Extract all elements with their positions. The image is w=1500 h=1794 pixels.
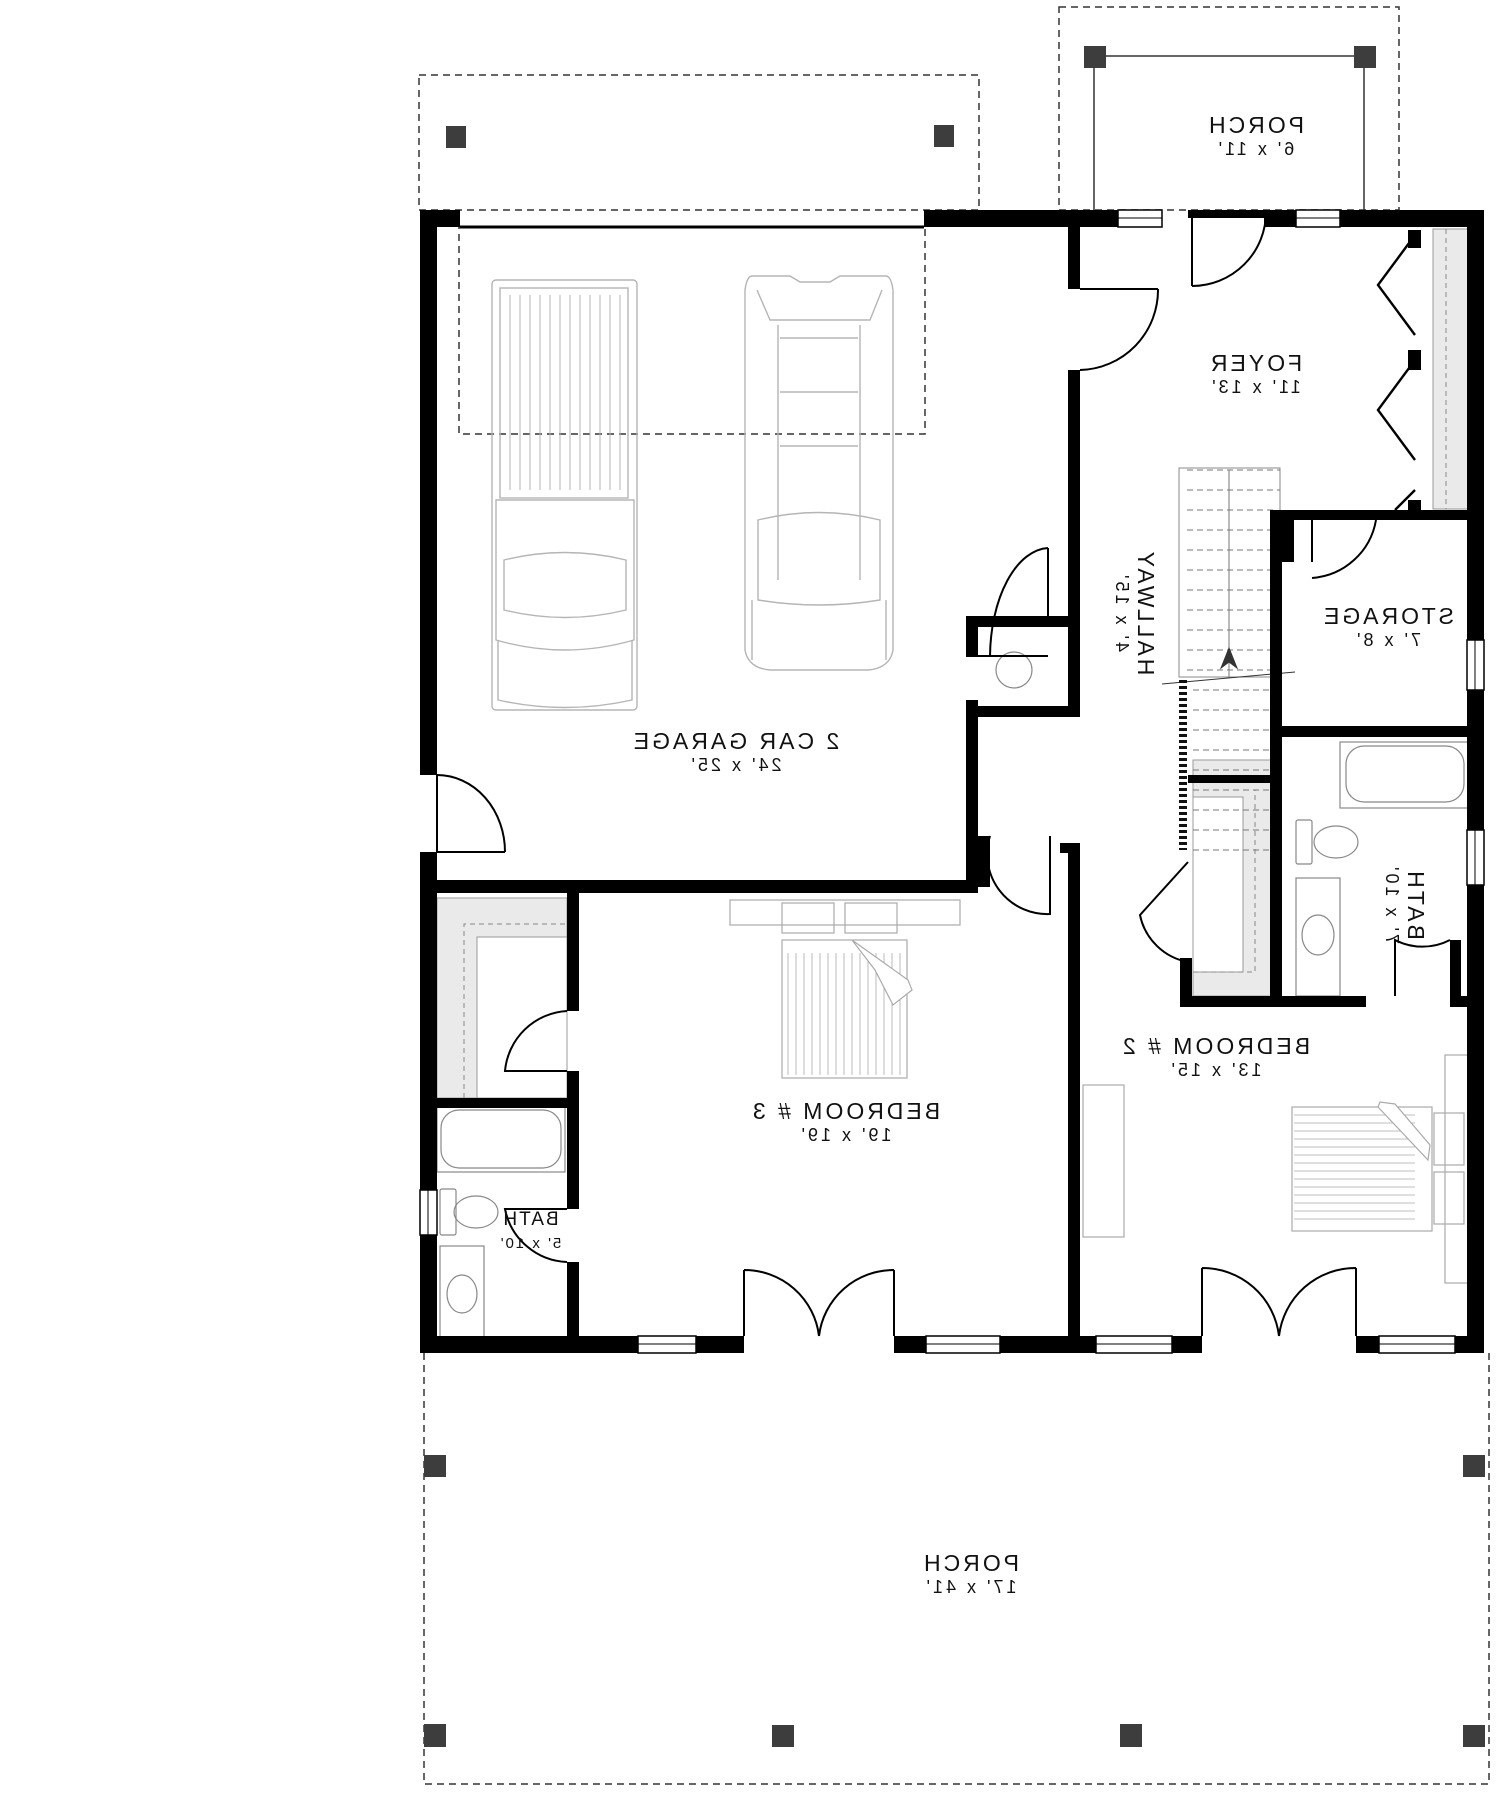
room-dims: 7' x 10' bbox=[1382, 864, 1402, 944]
foyer-closet bbox=[1432, 228, 1470, 510]
room-name: BEDROOM # 3 bbox=[749, 1098, 941, 1124]
room-label-hallway: HALLWAY 4' x 15' bbox=[1111, 522, 1159, 702]
stair-arrow-icon bbox=[1219, 646, 1239, 670]
room-label-bath-right: BATH 7' x 10' bbox=[1381, 844, 1429, 964]
room-label-porch-top: PORCH 6' x 11' bbox=[1180, 112, 1330, 160]
fixtures bbox=[436, 651, 1469, 1339]
bedroom3-bed-icon bbox=[729, 899, 961, 1079]
room-name: PORCH bbox=[1205, 112, 1305, 138]
bathtub-icon bbox=[436, 1105, 566, 1173]
column-icon bbox=[1354, 46, 1376, 68]
porch-outlines bbox=[418, 6, 1490, 1785]
garage-side-door-icon[interactable] bbox=[436, 774, 506, 853]
double-door-icon[interactable] bbox=[1201, 1266, 1357, 1337]
garage-foyer-door-icon[interactable] bbox=[1079, 288, 1160, 371]
storage-door-icon[interactable] bbox=[1311, 510, 1377, 579]
front-door-icon[interactable] bbox=[1191, 211, 1267, 287]
porch-top-left-outline bbox=[418, 74, 980, 211]
bathtub-icon bbox=[1339, 741, 1469, 809]
stair-landing-wall bbox=[1188, 775, 1276, 783]
room-label-bedroom-3: BEDROOM # 3 19' x 19' bbox=[720, 1098, 970, 1146]
toilet-tank-icon bbox=[439, 1188, 457, 1236]
walls bbox=[420, 210, 1484, 1353]
utility-sink-icon bbox=[995, 651, 1033, 689]
room-dims: 6' x 11' bbox=[1215, 139, 1295, 159]
bath-door-icon[interactable] bbox=[1394, 938, 1451, 996]
room-label-porch-bottom: PORCH 17' x 41' bbox=[880, 1550, 1060, 1598]
room-dims: 7' x 8' bbox=[1354, 630, 1421, 650]
column-icon bbox=[772, 1725, 794, 1747]
room-name: PORCH bbox=[920, 1550, 1020, 1576]
bifold-door-icon[interactable] bbox=[1376, 234, 1416, 511]
room-name: HALLWAY bbox=[1133, 548, 1159, 676]
porch-bottom-outline bbox=[423, 1353, 1490, 1785]
room-name: STORAGE bbox=[1320, 603, 1455, 629]
room-dims: 17' x 41' bbox=[923, 1577, 1017, 1597]
room-label-foyer: FOYER 11' x 13' bbox=[1180, 350, 1330, 398]
columns bbox=[424, 46, 1485, 1747]
pickup-truck-icon bbox=[491, 279, 638, 711]
room-label-bedroom-2: BEDROOM # 2 13' x 15' bbox=[1090, 1033, 1340, 1081]
room-label-garage: 2 CAR GARAGE 24' x 25' bbox=[600, 728, 870, 776]
bath-door-icon[interactable] bbox=[503, 1208, 568, 1263]
closet-rods bbox=[463, 229, 1447, 1098]
double-door-icon[interactable] bbox=[743, 1268, 895, 1337]
toilet-bowl-icon bbox=[1313, 825, 1359, 859]
doors[interactable] bbox=[436, 211, 1451, 1337]
suv-car-icon bbox=[744, 275, 894, 671]
room-dims: 5' x 10' bbox=[498, 1235, 562, 1252]
closet-door-icon[interactable] bbox=[503, 1010, 568, 1072]
column-icon bbox=[1120, 1724, 1142, 1747]
bedroom2-bed-icon bbox=[1082, 1054, 1471, 1284]
room-name: 2 CAR GARAGE bbox=[630, 728, 840, 754]
column-icon bbox=[1463, 1455, 1485, 1477]
room-name: BATH bbox=[1403, 868, 1429, 940]
column-icon bbox=[424, 1724, 446, 1747]
room-dims: 11' x 13' bbox=[1209, 377, 1301, 397]
utility-door-icon[interactable] bbox=[966, 547, 1049, 657]
toilet-bowl-icon bbox=[453, 1195, 499, 1229]
toilet-tank-icon bbox=[1295, 819, 1313, 865]
bifold-hinges bbox=[1408, 230, 1421, 510]
column-icon bbox=[934, 125, 954, 147]
column-icon bbox=[1084, 46, 1106, 68]
column-icon bbox=[424, 1455, 446, 1477]
dresser-icon bbox=[1082, 1084, 1125, 1238]
room-label-bath-left: BATH 5' x 10' bbox=[490, 1207, 570, 1255]
porch-top-right-rail bbox=[1093, 55, 1365, 210]
sink-icon bbox=[1301, 914, 1335, 956]
garage-door-swing-outline bbox=[458, 226, 926, 435]
room-label-storage: STORAGE 7' x 8' bbox=[1300, 603, 1475, 651]
column-icon bbox=[446, 126, 466, 148]
room-name: BATH bbox=[501, 1209, 559, 1230]
closet-door-icon[interactable] bbox=[1138, 861, 1189, 963]
stairs bbox=[1161, 467, 1296, 851]
sink-icon bbox=[446, 1274, 478, 1314]
room-dims: 13' x 15' bbox=[1168, 1060, 1262, 1080]
room-dims: 24' x 25' bbox=[688, 755, 782, 775]
hall-door-icon[interactable] bbox=[986, 835, 1051, 916]
porch-top-right-outline bbox=[1058, 6, 1400, 211]
room-dims: 4' x 15' bbox=[1112, 572, 1132, 652]
room-name: FOYER bbox=[1207, 350, 1303, 376]
room-dims: 19' x 19' bbox=[798, 1125, 892, 1145]
window-sills bbox=[427, 217, 1476, 1345]
room-name: BEDROOM # 2 bbox=[1119, 1033, 1311, 1059]
column-icon bbox=[1463, 1725, 1485, 1747]
